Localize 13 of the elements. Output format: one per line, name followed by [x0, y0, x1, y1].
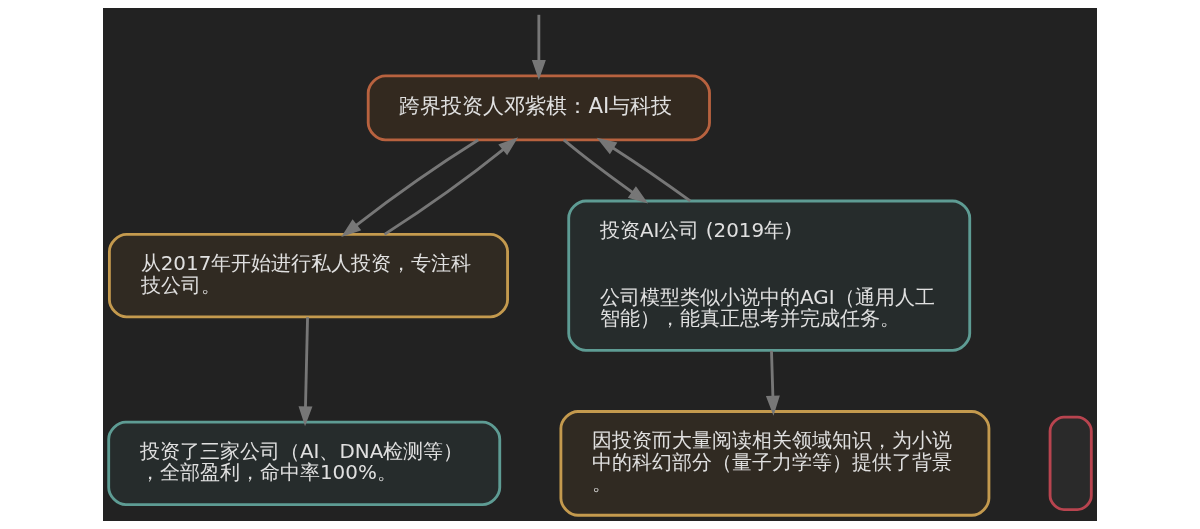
arrow [596, 137, 692, 203]
arrow [562, 138, 649, 204]
node-box: 跨界投资人邓紫棋：AI与科技 [366, 74, 711, 142]
node-box: 从2017年开始进行私人投资，专注科技公司。 [108, 233, 509, 319]
node-box: 投资AI公司 (2019年) 公司模型类似小说中的AGI（通用人工智能），能真正思考并完成任务。 [567, 199, 972, 352]
node-box: 投资了三家公司（AI、DNA检测等），全部盈利，命中率100%。 [107, 420, 502, 507]
node-box [1048, 415, 1093, 512]
arrow [765, 350, 780, 416]
arrow [298, 317, 313, 427]
arrow [341, 138, 479, 238]
node-box: 因投资而大量阅读相关领域知识，为小说中的科幻部分（量子力学等）提供了背景。 [559, 410, 991, 517]
arrow [531, 14, 546, 80]
arrow [383, 137, 519, 236]
